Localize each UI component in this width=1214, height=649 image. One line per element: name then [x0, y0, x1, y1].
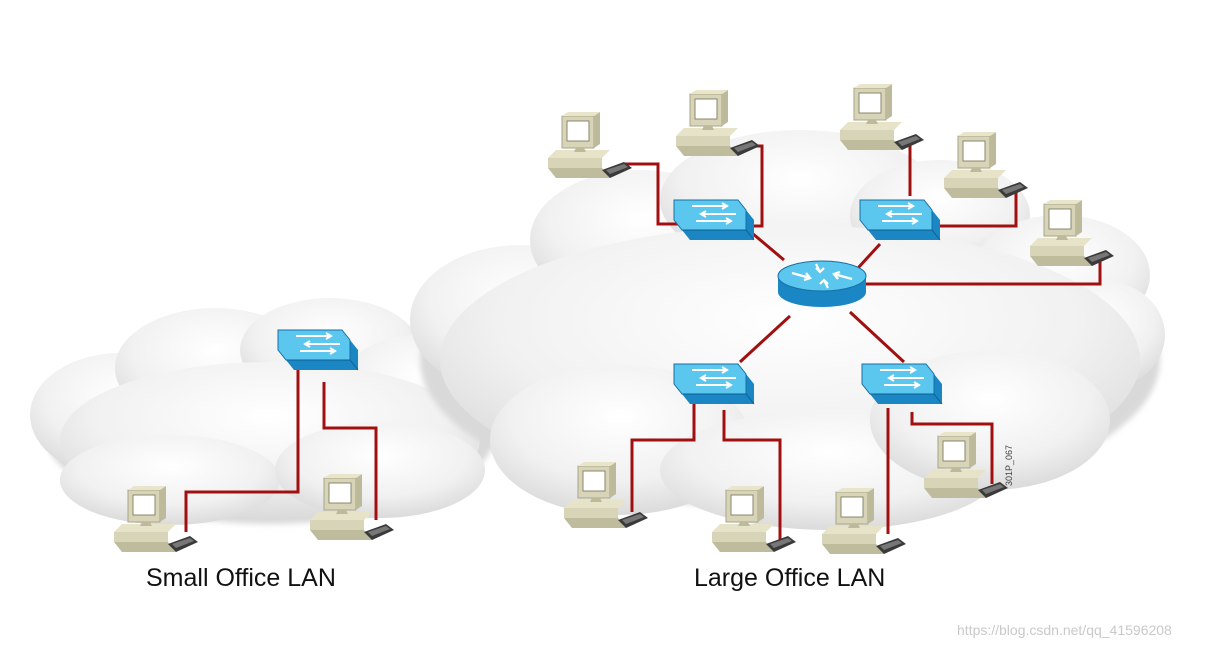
small-office-lan-label: Small Office LAN: [146, 564, 336, 592]
cable-bl-pc6: [630, 402, 696, 512]
cable-router-pc5: [866, 254, 1102, 286]
large-office-computer-3-icon: [839, 83, 925, 151]
large-office-switch-top-right-icon: [859, 199, 941, 241]
cable-router-switch-top-right: [856, 242, 882, 270]
large-office-switch-bottom-left-icon: [673, 363, 755, 405]
large-office-switch-bottom-right-icon: [861, 363, 943, 405]
large-office-computer-1-icon: [547, 111, 633, 179]
large-office-cloud: [410, 130, 1165, 530]
large-office-switch-top-left-icon: [673, 199, 755, 241]
figure-id-label: 301P_067: [1004, 444, 1014, 486]
cable-tl-pc1: [622, 162, 678, 226]
large-office-computer-2-icon: [675, 89, 761, 157]
large-office-router-icon: [776, 259, 868, 309]
cable-small-switch-pc2: [322, 382, 378, 520]
large-office-lan-label: Large Office LAN: [694, 564, 886, 592]
cable-router-switch-bottom-left: [738, 314, 792, 364]
cable-router-switch-bottom-right: [848, 310, 906, 364]
cable-bl-pc7: [722, 410, 782, 542]
small-office-switch-icon: [277, 329, 359, 371]
cable-br-pc9: [910, 412, 994, 484]
cable-tr-pc4: [938, 186, 1018, 228]
cable-small-switch-pc1: [184, 362, 300, 532]
watermark-link-text: https://blog.csdn.net/qq_41596208: [957, 622, 1172, 638]
